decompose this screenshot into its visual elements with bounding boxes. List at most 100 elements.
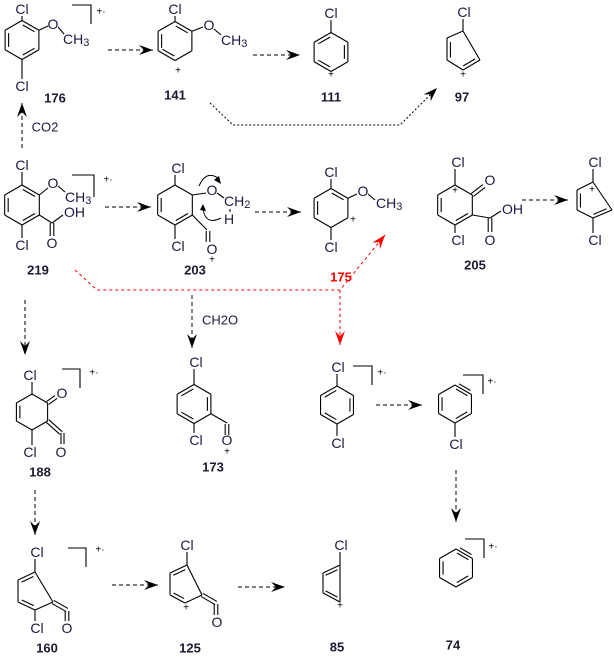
bond [51,214,64,224]
carbonyl-oxygen: O [222,432,233,448]
carbonyl-oxygen: O [62,620,73,636]
arrow-219-to-176: CO2 [17,103,58,148]
arrow-205-to-dichlorocyclopentadienyl [522,195,568,205]
double-bond-line [325,569,338,576]
ring-bond [17,601,36,611]
methylene-group: CH2 [224,193,250,211]
electron-shift-arrow-icon [202,207,222,221]
methyl-group-main: CH [221,32,241,48]
compound-label-175: 175 [330,270,352,285]
ring-bond [31,420,48,431]
ring-bond [437,184,456,196]
chlorine-atom: Cl [457,4,470,20]
compound-label-176: 176 [44,91,66,106]
compound-label-205: 205 [464,258,486,273]
chlorine-atom: Cl [331,359,344,375]
double-bond-line [202,592,218,602]
chlorine-atom: Cl [23,444,36,460]
ring-bond [193,384,212,395]
ring-bond [157,184,176,196]
arrowhead-icon [271,582,285,592]
bond [216,192,225,199]
oxygen-atom: O [358,183,369,199]
double-bond-line [181,411,194,420]
ring-bond [176,384,195,395]
ring-bond [4,20,23,31]
compound-label-173: 173 [202,460,224,475]
radical-cation-bracket [353,365,373,385]
bond [367,193,376,201]
arrowhead-icon [17,103,27,117]
double-bond-line [48,398,58,405]
ring-bond [455,548,473,559]
methyl-group: CH3 [221,32,247,50]
double-bond-line [456,575,469,584]
arrow-188-to-160 [30,490,40,535]
chlorine-atom: Cl [334,537,347,553]
bond [347,193,358,199]
double-bond-line [21,576,34,583]
methyl-group-main: CH [376,195,396,211]
compound-label-203: 203 [184,263,206,278]
ring-bond [174,214,193,226]
ring-bond [322,564,341,574]
arrow-141-to-97 [209,87,438,126]
arrowhead-icon [408,400,422,410]
chlorine-atom: Cl [449,436,462,452]
double-bond-line [593,208,607,215]
bond [57,26,65,35]
hydrogen-atom: H [224,211,234,227]
ring-bond [462,59,481,71]
ring-bond [446,59,464,71]
double-bond-line [46,395,56,402]
ring-bond [336,385,354,396]
chlorine-atom: Cl [324,164,337,180]
ring-bond [454,184,473,196]
ring-bond [16,393,33,404]
ring-bond [34,601,54,611]
arrow-chlorobenzyne-to-74 [451,470,461,522]
compound-label-74: 74 [446,638,461,653]
chlorine-atom: Cl [171,160,184,176]
methylene-group-main: CH [224,193,244,209]
cation-charge: + [183,603,189,614]
double-bond-line [175,25,188,34]
chlorine-atom: Cl [180,537,193,553]
ring-bond [454,384,472,395]
ring-bond [21,20,40,31]
compound-chlorobenzyne: Cl+· [437,374,497,452]
ring-bond [21,184,40,196]
hydroxyl-group: OH [64,204,85,220]
radical-cation-bracket [72,4,92,24]
ring-bond [157,50,176,61]
carbonyl-oxygen: O [485,172,496,188]
double-bond-line [175,212,189,221]
chlorine-atom: Cl [15,78,28,94]
arrow-203-to-173: CH2O [187,295,238,348]
radical-cation-sign: +· [377,368,386,379]
chlorine-atom: Cl [189,354,202,370]
double-bond-line [173,592,185,600]
cation-charge: + [350,215,356,226]
ring-bond [176,413,195,424]
chlorine-atom: Cl [15,237,28,253]
radical-cation-bracket [465,538,485,558]
double-bond-line [455,388,468,397]
double-bond-line [48,419,63,433]
double-bond-line [22,24,35,33]
ring-bond [454,413,472,424]
radical-cation-sign: +· [96,7,105,18]
arrowhead-icon [139,45,153,55]
hydroxyl-group: OH [502,201,523,217]
bond [39,214,53,224]
double-bond-line [455,212,469,221]
compound-85: Cl+85 [322,537,348,655]
radical-cation-bracket [68,547,87,567]
carbonyl-oxygen: O [485,232,496,248]
compound-label-97: 97 [455,90,469,105]
